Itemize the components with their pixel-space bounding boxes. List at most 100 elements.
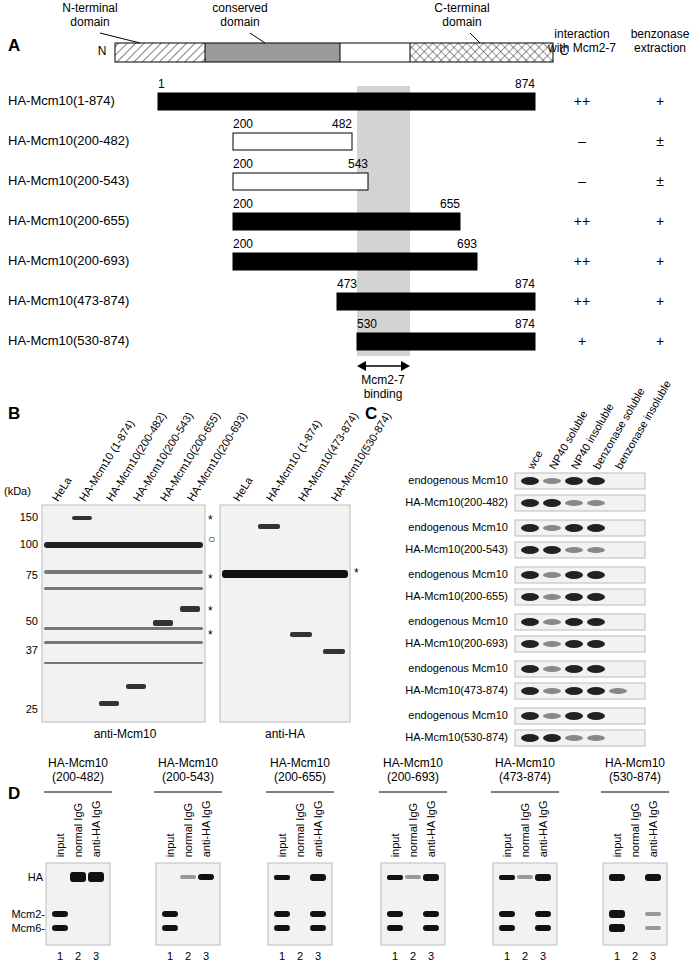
ip-blot <box>274 911 290 917</box>
domain-bar <box>205 43 206 62</box>
western-blot <box>290 632 312 637</box>
extraction-score: + <box>656 253 664 269</box>
row-label: endogenous Mcm10 <box>408 521 508 534</box>
western-blot <box>44 587 203 590</box>
western-blot <box>126 684 146 689</box>
row-label: Mcm6- <box>11 922 45 935</box>
ip-blot <box>266 792 334 793</box>
region-label: Mcm2-7 binding <box>351 374 415 402</box>
panel-letter: C <box>365 404 377 424</box>
construct-bar <box>233 213 460 230</box>
fractionation-blot <box>543 641 561 647</box>
band-marker: ○ <box>208 533 215 547</box>
western-blot <box>42 505 205 722</box>
ip-blot <box>499 875 515 880</box>
construct-bar <box>233 133 352 150</box>
western-blot <box>258 524 280 529</box>
row-label: endogenous Mcm10 <box>408 615 508 628</box>
residue-number: 473 <box>337 278 357 292</box>
ip-blot <box>44 792 669 945</box>
construct-bar <box>158 93 535 110</box>
fractionation-blot <box>515 473 645 489</box>
fractionation-blot <box>543 525 561 531</box>
row-label: Mcm2- <box>11 908 45 921</box>
fractionation-blot <box>587 571 605 579</box>
fractionation-blot <box>521 546 539 554</box>
ip-blot <box>198 874 214 880</box>
fractionation-blot <box>587 477 605 485</box>
western-blot <box>323 649 345 654</box>
residue-number: 874 <box>515 78 535 92</box>
fractionation-blot <box>521 524 539 532</box>
band-marker: * <box>354 567 359 581</box>
domain-bar <box>115 43 553 62</box>
fractionation-blot <box>587 735 605 741</box>
construct-bar <box>357 333 535 350</box>
residue-number: 530 <box>357 318 377 332</box>
ip-blot <box>645 874 661 881</box>
fractionation-blot <box>565 712 583 720</box>
residue-number: 200 <box>233 238 253 252</box>
ip-blot <box>46 863 110 945</box>
lane-label: normal IgG <box>72 803 85 857</box>
fractionation-blot <box>587 640 605 648</box>
domain-bar <box>115 43 205 62</box>
lane-label: HA-Mcm10 (1-874) <box>264 417 324 503</box>
domain-bar <box>410 43 553 62</box>
fractionation-blot <box>521 477 605 742</box>
ip-blot <box>535 874 551 881</box>
fractionation-blot <box>515 661 645 677</box>
lane-number: 3 <box>315 950 321 963</box>
domain-label: N-terminal domain <box>50 2 130 30</box>
ip-blot <box>405 875 421 879</box>
ip-blot <box>601 792 669 793</box>
leader-line <box>470 33 480 43</box>
lane-number: 1 <box>279 950 285 963</box>
ip-blot <box>423 911 439 917</box>
lane-number: 3 <box>650 950 656 963</box>
lane-label: HeLa <box>231 474 256 503</box>
residue-number: 655 <box>440 198 460 212</box>
row-label: endogenous Mcm10 <box>408 709 508 722</box>
domain-bar <box>410 43 411 62</box>
fractionation-blot <box>565 524 583 532</box>
fractionation-blot <box>587 547 605 553</box>
lane-number: 2 <box>185 950 191 963</box>
residue-number: 874 <box>515 318 535 332</box>
row-label: HA-Mcm10(200-693) <box>405 637 508 650</box>
ip-blot <box>88 872 104 882</box>
ip-blot <box>310 874 326 881</box>
lane-label: HA-Mcm10(473-874) <box>296 410 361 504</box>
ip-blot <box>180 875 661 930</box>
lane-number: 2 <box>297 950 303 963</box>
residue-number: 200 <box>233 118 253 132</box>
lane-label: input <box>276 833 289 857</box>
fractionation-blot <box>515 683 645 699</box>
fractionation-blot <box>543 666 561 672</box>
residue-number: 874 <box>515 278 535 292</box>
lane-number: 2 <box>522 950 528 963</box>
fractionation-blot <box>515 708 645 724</box>
ip-blot <box>609 910 625 918</box>
band-marker: * <box>208 605 213 619</box>
fractionation-blot <box>515 473 645 746</box>
fractionation-blot <box>565 735 583 741</box>
row-label: HA-Mcm10(200-655) <box>405 590 508 603</box>
antibody-label: anti-Mcm10 <box>94 728 157 742</box>
western-blot <box>72 516 200 706</box>
ip-blot <box>46 863 667 945</box>
construct-bar <box>233 253 477 270</box>
fractionation-blot <box>565 687 583 695</box>
lane-label: input <box>501 833 514 857</box>
interaction-score: ++ <box>574 213 590 229</box>
western-blot <box>220 505 350 722</box>
ip-blot <box>70 872 86 882</box>
fractionation-blot <box>521 687 539 695</box>
panel-letter: B <box>8 404 20 424</box>
ip-blot <box>535 925 551 931</box>
residue-number: 482 <box>332 118 352 132</box>
domain-bar <box>205 43 340 62</box>
fractionation-blot <box>565 477 583 485</box>
double-arrow <box>363 365 404 367</box>
